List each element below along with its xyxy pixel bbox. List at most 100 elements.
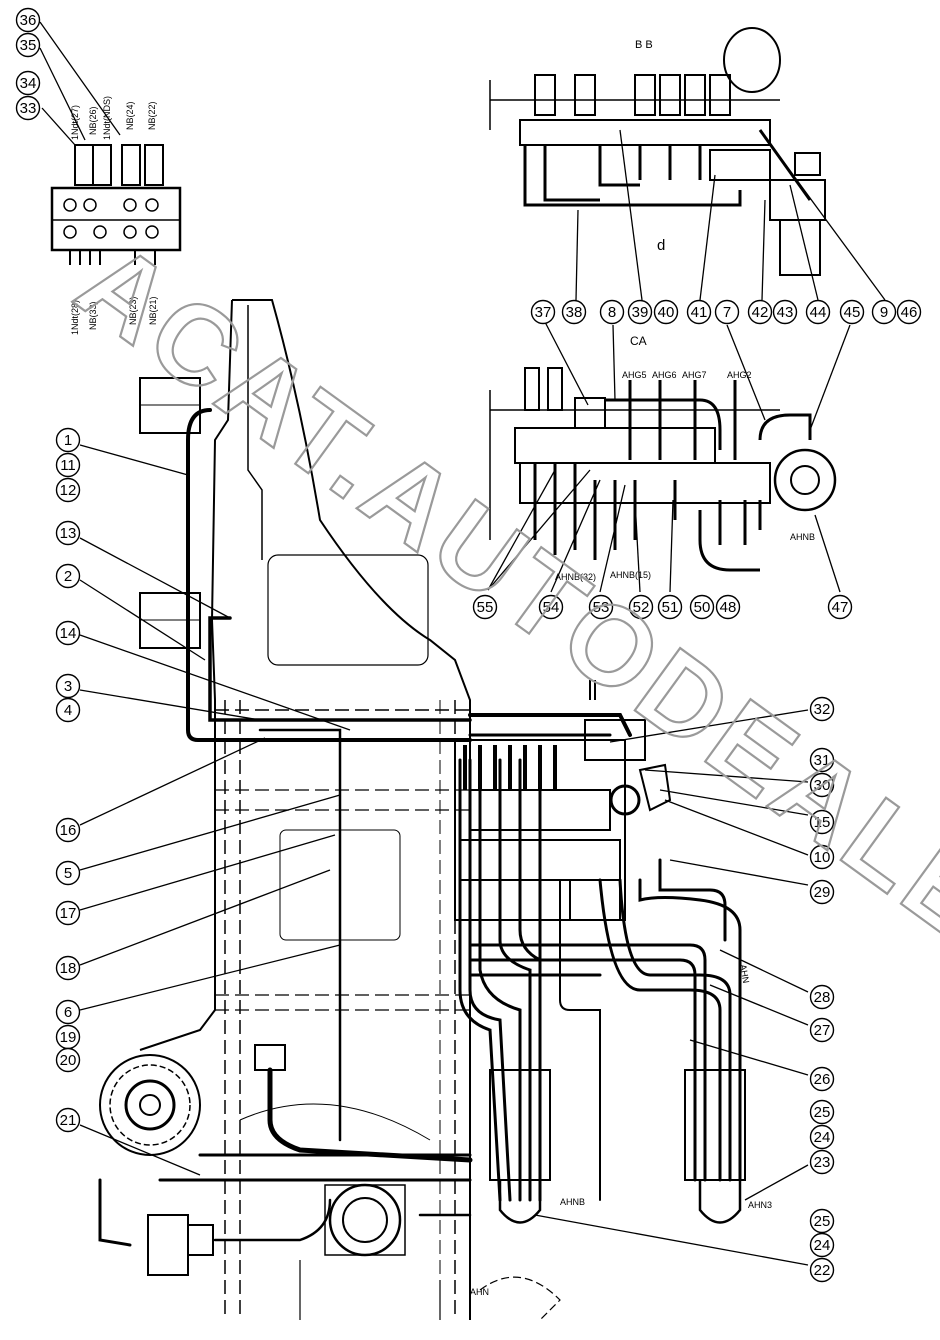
- callout-50: 50: [689, 594, 715, 620]
- label-d2: AHN3: [748, 1200, 772, 1210]
- callout-circle: [55, 1107, 81, 1133]
- label-c2: AHG6: [652, 370, 677, 380]
- callout-8: 8: [599, 299, 625, 325]
- callout-43: 43: [772, 299, 798, 325]
- callout-29: 29: [809, 879, 835, 905]
- callout-circle: [714, 299, 740, 325]
- callout-circle: [15, 32, 41, 58]
- label-a1: 1Ndt(27): [70, 105, 80, 140]
- callout-number: 3: [64, 678, 72, 695]
- callout-number: 21: [60, 1112, 77, 1129]
- callout-number: 37: [535, 304, 552, 321]
- callout-number: 55: [477, 599, 494, 616]
- callout-number: 4: [64, 702, 72, 719]
- callout-23: 23: [809, 1149, 835, 1175]
- callout-34: 34: [15, 70, 41, 96]
- callout-number: 42: [752, 304, 769, 321]
- label-c5: AHNB(32): [555, 572, 596, 582]
- callout-circle: [809, 1099, 835, 1125]
- callout-21: 21: [55, 1107, 81, 1133]
- swing-bearing: [99, 1054, 201, 1156]
- callout-number: 53: [593, 599, 610, 616]
- callout-number: 54: [543, 599, 560, 616]
- callout-number: 48: [720, 599, 737, 616]
- callout-circle: [715, 594, 741, 620]
- callout-31: 31: [809, 747, 835, 773]
- callout-6: 6: [55, 999, 81, 1025]
- callout-32: 32: [809, 696, 835, 722]
- callout-30: 30: [809, 772, 835, 798]
- callout-circle: [809, 1257, 835, 1283]
- callout-54: 54: [538, 594, 564, 620]
- callout-16: 16: [55, 817, 81, 843]
- callout-number: 16: [60, 822, 77, 839]
- callout-42: 42: [747, 299, 773, 325]
- callout-number: 8: [608, 304, 616, 321]
- label-b3: NB(23): [128, 296, 138, 325]
- callout-22: 22: [809, 1257, 835, 1283]
- label-a4: NB(24): [125, 101, 135, 130]
- leader-lines: [39, 21, 886, 1266]
- callout-circle: [628, 594, 654, 620]
- label-a2: NB(26): [88, 106, 98, 135]
- callout-27: 27: [809, 1017, 835, 1043]
- callout-number: 24: [814, 1237, 831, 1254]
- callout-circle: [686, 299, 712, 325]
- label-b2: NB(33): [88, 301, 98, 330]
- callout-circle: [55, 452, 81, 478]
- callout-38: 38: [561, 299, 587, 325]
- chassis-frame: [139, 299, 561, 1321]
- callout-circle: [809, 1232, 835, 1258]
- callout-15: 15: [809, 809, 835, 835]
- callout-circle: [538, 594, 564, 620]
- callout-circle: [627, 299, 653, 325]
- callout-number: 46: [901, 304, 918, 321]
- callout-circle: [653, 299, 679, 325]
- steering-cylinders: [489, 1069, 746, 1224]
- callout-number: 30: [814, 777, 831, 794]
- callout-37: 37: [530, 299, 556, 325]
- callout-44: 44: [805, 299, 831, 325]
- callout-12: 12: [55, 477, 81, 503]
- callout-9: 9: [871, 299, 897, 325]
- callout-3: 3: [55, 673, 81, 699]
- callout-number: 1: [64, 432, 72, 449]
- callout-26: 26: [809, 1066, 835, 1092]
- callout-number: 24: [814, 1129, 831, 1146]
- callout-19: 19: [55, 1024, 81, 1050]
- callout-circle: [809, 1017, 835, 1043]
- callout-number: 12: [60, 482, 77, 499]
- callout-circle: [809, 809, 835, 835]
- callout-40: 40: [653, 299, 679, 325]
- callout-number: 31: [814, 752, 831, 769]
- callout-circle: [772, 299, 798, 325]
- detail-view-d: [489, 27, 826, 276]
- callout-55: 55: [472, 594, 498, 620]
- callout-circle: [55, 427, 81, 453]
- callout-circle: [805, 299, 831, 325]
- callout-2: 2: [55, 563, 81, 589]
- callout-36: 36: [15, 7, 41, 33]
- callout-47: 47: [827, 594, 853, 620]
- callout-51: 51: [657, 594, 683, 620]
- callout-25b: 25: [809, 1208, 835, 1234]
- valve-group-top-left: [50, 144, 182, 265]
- label-a5: NB(22): [147, 101, 157, 130]
- callout-circle: [809, 772, 835, 798]
- callout-33: 33: [15, 95, 41, 121]
- callout-circle: [15, 70, 41, 96]
- callout-39: 39: [627, 299, 653, 325]
- callout-13: 13: [55, 520, 81, 546]
- view-label-bb: B B: [635, 39, 653, 51]
- callout-18: 18: [55, 955, 81, 981]
- callout-28: 28: [809, 984, 835, 1010]
- callout-circle: [689, 594, 715, 620]
- callout-5: 5: [55, 860, 81, 886]
- callout-circle: [55, 520, 81, 546]
- label-a3: 1Ndt(NDS): [102, 96, 112, 140]
- callout-11: 11: [55, 452, 81, 478]
- callout-circle: [809, 1149, 835, 1175]
- callout-number: 13: [60, 525, 77, 542]
- callout-10: 10: [809, 844, 835, 870]
- rotary-joint: [324, 1183, 406, 1257]
